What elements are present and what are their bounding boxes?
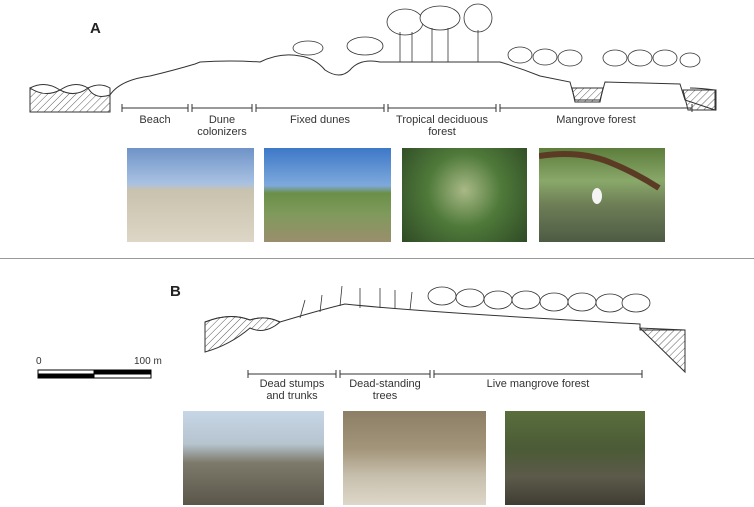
photo-beach [127, 148, 254, 242]
panel-a-profile [29, 54, 717, 113]
panel-b-profile [204, 303, 686, 374]
zone-label-dead-standing-trees: Dead-standing trees [349, 378, 421, 402]
scale-start-label: 0 [36, 356, 42, 367]
egret-and-branch [539, 151, 661, 204]
zone-label-dead-stumps: Dead stumps and trunks [259, 378, 325, 402]
panel-b-zone-brackets [247, 370, 643, 378]
photo-mangrove-forest [539, 148, 665, 242]
scale-bar [37, 369, 152, 379]
photo-live-mangrove-forest [505, 411, 645, 505]
photo-dead-stumps [183, 411, 324, 505]
photo-tropical-deciduous-forest [402, 148, 527, 242]
zone-label-fixed-dunes: Fixed dunes [290, 114, 350, 126]
panel-a-trees [292, 3, 701, 68]
panel-a-letter: A [90, 20, 101, 37]
panel-a-zone-brackets [121, 104, 693, 112]
section-divider [0, 258, 754, 259]
panel-b-letter: B [170, 283, 181, 300]
panel-b-trees [299, 285, 651, 319]
zone-label-mangrove-forest: Mangrove forest [556, 114, 636, 126]
scale-end-label: 100 m [134, 356, 162, 367]
zone-label-live-mangrove-forest: Live mangrove forest [486, 378, 590, 390]
zone-label-beach: Beach [139, 114, 171, 126]
photo-dead-standing-trees [343, 411, 486, 505]
zone-label-dune-colonizers: Dune colonizers [197, 114, 247, 138]
photo-fixed-dunes [264, 148, 391, 242]
zone-label-tropical-deciduous-forest: Tropical deciduous forest [396, 114, 488, 138]
